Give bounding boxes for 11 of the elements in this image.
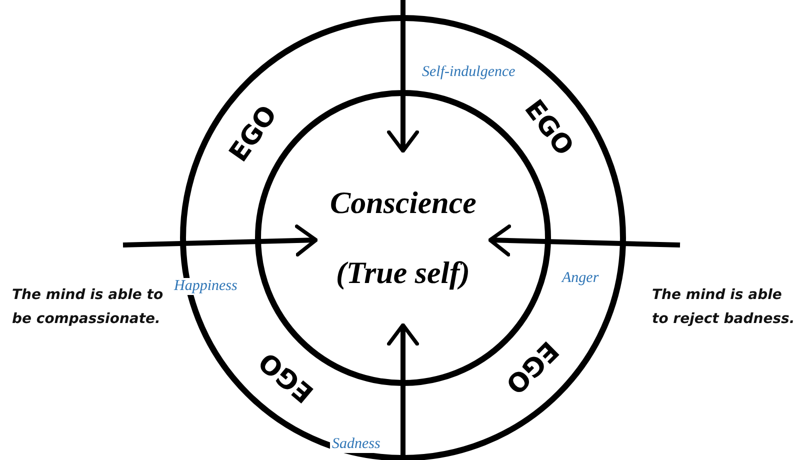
center-title: Conscience [330,185,476,221]
edge-label: Sadness [330,436,382,453]
arrow [122,224,318,256]
side-note: The mind is able to reject badness. [652,286,796,329]
arrow [488,224,680,257]
arrow [386,0,420,153]
side-note: The mind is able to be compassionate. [12,286,164,329]
edge-label: Happiness [172,278,240,295]
center-subtitle: (True self) [336,255,470,291]
edge-label: Anger [560,270,601,287]
edge-label: Self-indulgence [420,64,518,81]
